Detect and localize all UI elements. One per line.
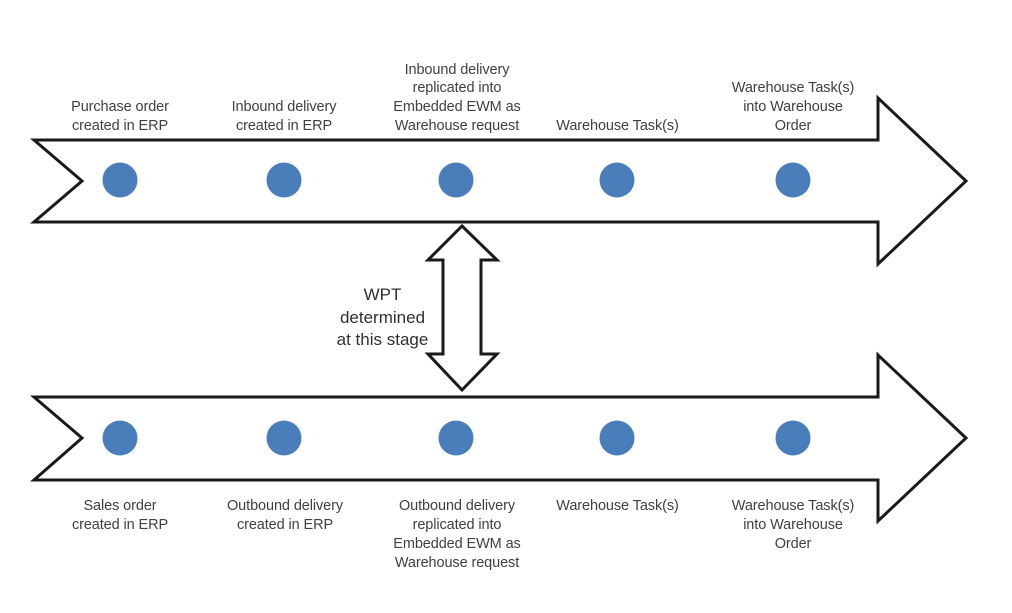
- inbound-step-node-4: [599, 162, 635, 198]
- inbound-step-label-5-text: Warehouse Task(s) into Warehouse Order: [731, 80, 855, 135]
- inbound-step-label-4: Warehouse Task(s): [539, 40, 696, 136]
- wpt-annotation-text: WPT determined at this stage: [336, 285, 429, 350]
- outbound-step-node-2: [266, 420, 302, 456]
- inbound-step-label-3-text: Inbound delivery replicated into Embedde…: [393, 61, 521, 135]
- outbound-step-node-3: [438, 420, 474, 456]
- inbound-step-label-5: Warehouse Task(s) into Warehouse Order: [710, 32, 876, 136]
- inbound-step-node-2: [266, 162, 302, 198]
- outbound-step-node-1: [102, 420, 138, 456]
- outbound-step-node-4: [599, 420, 635, 456]
- outbound-step-label-3: Outbound delivery replicated into Embedd…: [369, 497, 545, 609]
- outbound-step-label-1-text: Sales order created in ERP: [71, 498, 169, 533]
- inbound-step-node-3: [438, 162, 474, 198]
- outbound-step-label-5: Warehouse Task(s) into Warehouse Order: [710, 497, 876, 601]
- inbound-step-label-1: Purchase order created in ERP: [46, 40, 194, 136]
- outbound-step-label-2: Outbound delivery created in ERP: [200, 497, 370, 593]
- inbound-step-node-1: [102, 162, 138, 198]
- outbound-step-label-4-text: Warehouse Task(s): [556, 498, 679, 514]
- inbound-step-label-4-text: Warehouse Task(s): [556, 118, 679, 135]
- outbound-step-label-2-text: Outbound delivery created in ERP: [227, 498, 343, 533]
- outbound-step-label-1: Sales order created in ERP: [46, 497, 194, 593]
- outbound-arrow-shape: [29, 351, 969, 525]
- inbound-step-label-1-text: Purchase order created in ERP: [71, 99, 169, 135]
- inbound-arrow-shape: [29, 94, 969, 268]
- outbound-step-node-5: [775, 420, 811, 456]
- wpt-annotation-label: WPT determined at this stage: [309, 262, 456, 352]
- outbound-step-label-5-text: Warehouse Task(s) into Warehouse Order: [731, 498, 855, 552]
- inbound-step-label-3: Inbound delivery replicated into Embedde…: [369, 24, 545, 136]
- inbound-step-label-2: Inbound delivery created in ERP: [204, 40, 364, 136]
- inbound-step-label-2-text: Inbound delivery created in ERP: [231, 99, 337, 135]
- outbound-step-label-4: Warehouse Task(s): [539, 497, 696, 593]
- outbound-step-label-3-text: Outbound delivery replicated into Embedd…: [393, 498, 521, 571]
- inbound-step-node-5: [775, 162, 811, 198]
- wpt-double-arrow-icon: [424, 223, 501, 393]
